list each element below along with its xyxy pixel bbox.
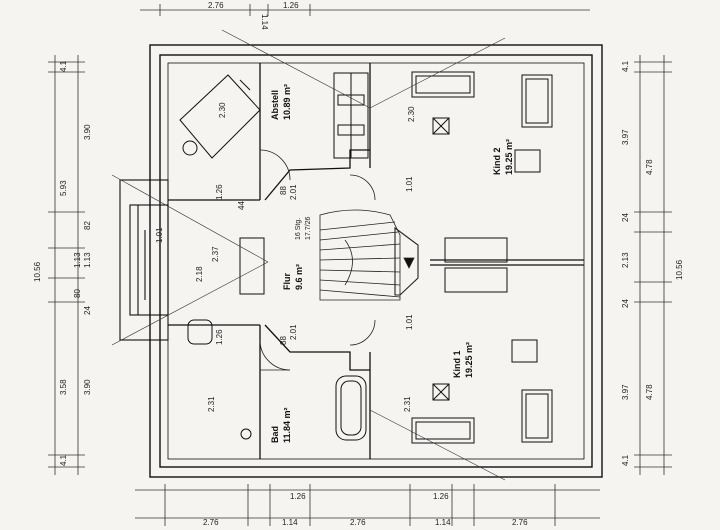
dim-door-a: 2.01 — [289, 184, 298, 200]
dim-right-inner-4: 2.13 — [621, 252, 630, 268]
roof-lines — [111, 29, 506, 481]
dim-bottom-7: 1.26 — [433, 492, 449, 501]
room-name-abstell: Abstell — [270, 90, 280, 120]
dim-hall-a: 2.18 — [195, 266, 204, 282]
room-area-bad: 11.84 m² — [282, 407, 292, 443]
dim-bad-c: 2.37 — [211, 246, 220, 262]
room-area-kind1: 19.25 m² — [464, 342, 474, 378]
staircase — [319, 209, 419, 301]
dim-left-inner-2: 82 — [83, 221, 92, 230]
dim-right-inner-3: 24 — [621, 213, 630, 222]
dim-bottom-4: 1.26 — [290, 492, 306, 501]
dim-left-inner-5: 80 — [73, 289, 82, 298]
dim-bottom-6: 2.76 — [512, 518, 528, 527]
dim-bottom-5: 1.14 — [435, 518, 451, 527]
dim-top-1: 2.76 — [208, 1, 224, 10]
room-area-abstell: 10.89 m² — [282, 84, 292, 120]
dim-right-inner-1: 4.1 — [621, 60, 630, 72]
dim-left-inner-4: 1.13 — [83, 252, 92, 268]
dim-bad-b: 1.26 — [215, 329, 224, 345]
left-dormer — [119, 179, 169, 341]
room-name-flur: Flur — [282, 273, 292, 290]
dim-bottom-3: 2.76 — [350, 518, 366, 527]
room-area-kind2: 19.25 m² — [504, 139, 514, 175]
dim-left-outer-5: 4.1 — [59, 454, 68, 466]
dim-right-inner-2: 3.97 — [621, 129, 630, 145]
stair-ratio: 17.7/26 — [305, 217, 312, 240]
left-dimensions — [48, 55, 85, 475]
dim-bottom-2: 1.14 — [282, 518, 298, 527]
dim-abstell-b: 1.26 — [215, 184, 224, 200]
dim-hall-b: 1.01 — [155, 227, 164, 243]
dim-left-outer-2: 5.93 — [59, 180, 68, 196]
room-name-kind1: Kind 1 — [452, 350, 462, 378]
top-dimensions — [140, 4, 590, 16]
dim-door-b: 2.01 — [289, 324, 298, 340]
dim-right-inner-6: 3.97 — [621, 384, 630, 400]
doors — [259, 149, 376, 371]
dim-abstell-a: 2.30 — [218, 102, 227, 118]
abstell-unit — [179, 74, 261, 159]
dim-left-outer-1: 4.1 — [59, 60, 68, 72]
kid-room-furniture — [239, 71, 553, 444]
right-dimensions — [634, 55, 672, 475]
dim-left-inner-6: 24 — [83, 306, 92, 315]
dim-right-inner-5: 24 — [621, 299, 630, 308]
dim-door-d: 88 — [279, 336, 288, 345]
dim-right-outer-1: 4.78 — [645, 159, 654, 175]
bottom-dimensions — [135, 484, 600, 526]
dim-kind2-a: 2.30 — [407, 106, 416, 122]
dim-left-outer-4: 3.58 — [59, 379, 68, 395]
dim-door-c: 88 — [279, 186, 288, 195]
dim-right-outer-2: 10.56 — [675, 259, 684, 280]
room-name-bad: Bad — [270, 426, 280, 443]
dim-bad-a: 2.31 — [207, 396, 216, 412]
dim-right-outer-3: 4.78 — [645, 384, 654, 400]
wardrobe-upper — [333, 72, 369, 159]
dim-left-inner-3: 1.13 — [73, 252, 82, 268]
stair-steps: 16 Stg. — [295, 218, 302, 240]
bathroom-fixtures — [187, 319, 367, 441]
dim-win-a: 1.01 — [405, 176, 414, 192]
dim-top-3: 1.26 — [283, 1, 299, 10]
dim-kind1-a: 2.31 — [403, 396, 412, 412]
dim-right-inner-7: 4.1 — [621, 454, 630, 466]
room-area-flur: 9.6 m² — [294, 264, 304, 290]
dim-left-outer-3: 10.56 — [33, 261, 42, 282]
dim-bottom-1: 2.76 — [203, 518, 219, 527]
dim-left-inner-7: 3.90 — [83, 379, 92, 395]
dim-abstell-c: 44 — [237, 201, 246, 210]
room-name-kind2: Kind 2 — [492, 147, 502, 175]
dim-win-b: 1.01 — [405, 314, 414, 330]
dim-left-inner-1: 3.90 — [83, 124, 92, 140]
dim-top-2: 1.14 — [260, 14, 269, 30]
